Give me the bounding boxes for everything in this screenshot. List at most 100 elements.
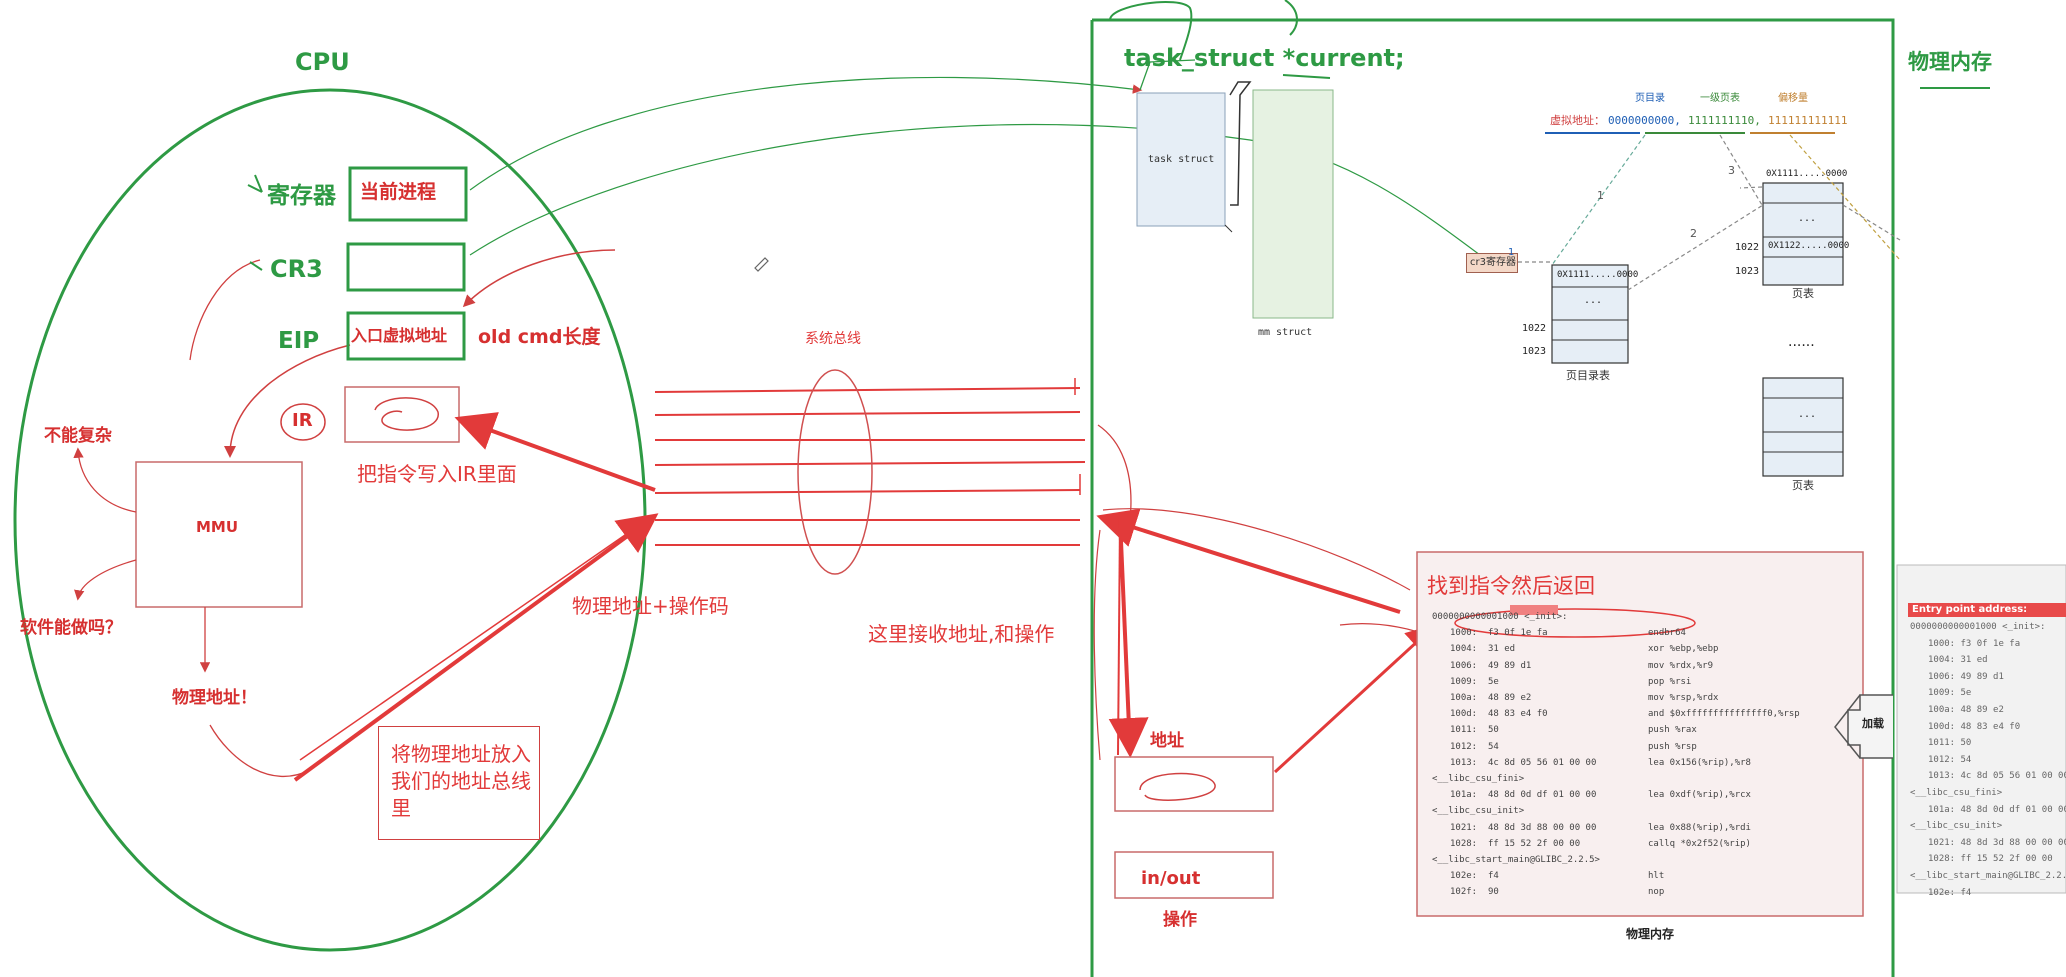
code-line-right: 1021: 48 8d 3d 88 00 00 00 <box>1928 837 2066 848</box>
code-instruction: push %rax <box>1648 725 1697 736</box>
code-bytes: 5e <box>1488 676 1499 687</box>
system-bus-lines <box>654 387 1086 546</box>
pt-row: 0X1122.....0000 <box>1768 241 1850 251</box>
code-line-right: 100a: 48 89 e2 <box>1928 705 2004 715</box>
pgdir-1022: 1022 <box>1522 323 1547 334</box>
code-address: 1004: <box>1450 644 1478 655</box>
vaddr-legend-offset: 偏移量 <box>1778 93 1808 104</box>
code-line-right: <__libc_start_main@GLIBC_2.2.5> <box>1910 871 2066 881</box>
code-bytes: 4c 8d 05 56 01 00 00 <box>1488 757 1597 768</box>
code-address: 101a: <box>1450 790 1478 801</box>
mmu-box <box>135 461 303 608</box>
mm-struct-label: mm struct <box>1258 327 1313 338</box>
pgdir-ellipsis: ... <box>1584 295 1603 306</box>
found-instruction-label: 找到指令然后返回 <box>1427 574 1595 598</box>
code-line-right: 1013: 4c 8d 05 56 01 00 00 <box>1928 771 2066 782</box>
code-line-right: 1000: f3 0f 1e fa <box>1928 638 2021 649</box>
code-address: 102f: <box>1450 887 1478 898</box>
reg-cr3-box <box>346 242 466 292</box>
code-line-right: 0000000000001000 <_init>: <box>1910 622 2046 632</box>
code-line-right: <__libc_csu_fini> <box>1910 788 2003 798</box>
code-line-right: 1004: 31 ed <box>1928 655 1988 666</box>
code-bytes: 54 <box>1488 741 1499 752</box>
load-arrow <box>1847 694 1893 759</box>
pgdir-first: 0X1111.....0000 <box>1557 270 1639 280</box>
code-instruction: endbr64 <box>1648 628 1686 639</box>
pt-dots: ...... <box>1788 334 1815 350</box>
cr3-register-label: cr3寄存器 <box>1470 257 1516 268</box>
code-instruction: lea 0x88(%rip),%rdi <box>1648 822 1751 833</box>
inout-box <box>1114 851 1274 899</box>
code-address: 1000: <box>1450 628 1478 639</box>
pt-first: 0X1111.....0000 <box>1766 169 1848 179</box>
pt-1023: 1023 <box>1735 266 1760 277</box>
code-bytes: 48 89 e2 <box>1488 693 1532 703</box>
code-address: 1012: <box>1450 741 1478 752</box>
code-line-right: 1012: 54 <box>1928 754 1972 765</box>
code-line-right: 100d: 48 83 e4 f0 <box>1928 721 2021 732</box>
mmu-note-complex: 不能复杂 <box>44 426 112 446</box>
page-directory-table <box>1551 264 1629 364</box>
mmu-note-software: 软件能做吗？ <box>20 618 122 638</box>
register-label: 寄存器 <box>267 183 336 209</box>
memory-panel-label: 物理内存 <box>1626 927 1675 941</box>
code-bytes: 49 89 d1 <box>1488 660 1532 671</box>
task-struct-label: task struct <box>1148 154 1215 165</box>
note-box: 将物理地址放入我们的地址总线里 <box>378 726 540 840</box>
eip-value: 入口虚拟地址 <box>351 326 448 345</box>
right-title: 物理内存 <box>1908 50 1992 74</box>
code-address: 100d: <box>1450 709 1478 720</box>
code-instruction: mov %rdx,%r9 <box>1648 660 1714 671</box>
ir-note: 把指令写入IR里面 <box>357 462 517 486</box>
code-bytes: f3 0f 1e fa <box>1488 628 1548 639</box>
code-instruction: and $0xfffffffffffffff0,%rsp <box>1648 709 1800 720</box>
page-table <box>1762 182 1844 286</box>
code-bytes: f4 <box>1488 871 1499 882</box>
code-address: 1011: <box>1450 725 1478 736</box>
code-line-right: 102e: f4 <box>1928 887 1972 898</box>
code-address: 102e: <box>1450 871 1478 882</box>
bus-ellipse <box>797 369 873 575</box>
code-bytes: 90 <box>1488 887 1499 898</box>
cpu-title: CPU <box>295 48 350 76</box>
reg-ir-box <box>344 386 460 443</box>
code-instruction: xor %ebp,%ebp <box>1648 644 1719 655</box>
reg-current-box <box>348 166 468 222</box>
link-cr3-pgdir <box>469 123 1501 271</box>
code-address: 0000000000001000 <_init>: <box>1432 612 1568 622</box>
operation-label: 操作 <box>1163 910 1197 930</box>
vaddr-prefix: 虚拟地址： <box>1550 114 1605 127</box>
reg-eip-box <box>346 311 466 361</box>
code-bytes: 50 <box>1488 725 1499 736</box>
cpu-ellipse <box>13 88 647 952</box>
entry-point-label: Entry point address: <box>1912 604 2028 615</box>
pt-label: 页表 <box>1792 287 1814 300</box>
code-address: <__libc_csu_init> <box>1432 806 1525 817</box>
code-instruction: nop <box>1648 887 1665 898</box>
code-line-right: 101a: 48 8d 0d df 01 00 00 <box>1928 804 2066 815</box>
arrow-num-3: 3 <box>1728 164 1735 177</box>
code-address: <__libc_start_main@GLIBC_2.2.5> <box>1432 855 1600 865</box>
code-line-right: 1028: ff 15 52 2f 00 00 <box>1928 854 2053 865</box>
bus-title: 系统总线 <box>805 331 861 347</box>
pgdir-1023: 1023 <box>1522 346 1547 357</box>
code-line-right: 1006: 49 89 d1 <box>1928 671 2004 682</box>
ir-label: IR <box>292 410 313 431</box>
cr3-register-chip: cr3寄存器 <box>1466 253 1518 273</box>
bus-label-phys-op: 物理地址+操作码 <box>572 594 729 618</box>
code-line-right: 1009: 5e <box>1928 688 1972 699</box>
code-instruction: lea 0x156(%rip),%r8 <box>1648 757 1751 768</box>
mmu-label: MMU <box>196 518 239 536</box>
code-bytes: 31 ed <box>1488 644 1516 655</box>
kernel-frame <box>1090 18 1895 977</box>
code-address: 1021: <box>1450 822 1478 833</box>
code-line-right: <__libc_csu_init> <box>1910 821 2003 832</box>
pt-1022: 1022 <box>1735 242 1760 253</box>
eip-note: old cmd长度 <box>478 326 601 348</box>
right-memory-panel <box>1896 564 2066 894</box>
bus-label-receive: 这里接收地址,和操作 <box>868 622 1055 646</box>
link-current-task <box>469 76 1143 191</box>
code-instruction: push %rsp <box>1648 741 1697 752</box>
code-address: 1006: <box>1450 660 1478 671</box>
note-box-text: 将物理地址放入我们的地址总线里 <box>391 742 531 820</box>
